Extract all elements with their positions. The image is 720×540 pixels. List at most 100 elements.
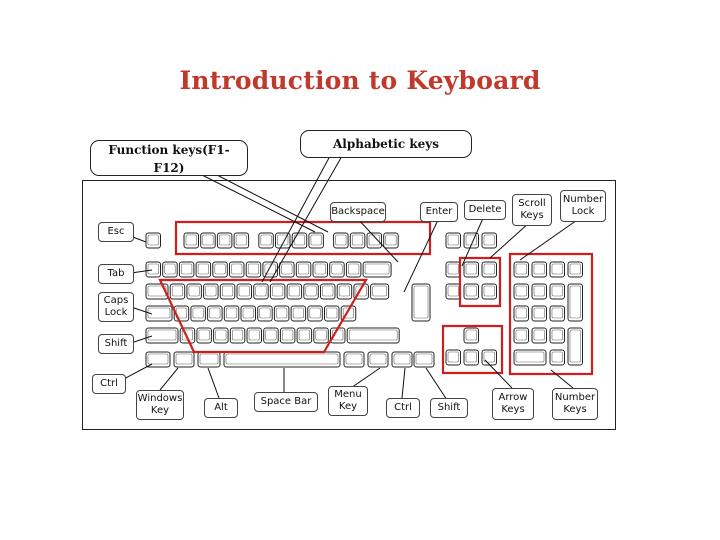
key-inner [569,263,581,275]
key-function [308,232,324,249]
key-caps-lock [145,305,173,322]
key-number-row [195,261,212,278]
key-letter [240,305,256,322]
key-inner [198,329,210,341]
key-inner [483,351,495,363]
key-menu [391,351,413,368]
key-inner [533,329,545,341]
key-inner [465,329,477,341]
key-inner [264,263,276,275]
key-inner [515,263,527,275]
key-backspace [362,261,392,278]
key-letter [207,305,223,322]
key-numpad [549,327,565,344]
key-inner [272,285,284,297]
key-inner [515,351,545,363]
key-numpad [531,283,547,300]
key-letter [196,327,212,344]
key-letter [313,327,329,344]
pointer-delete [461,215,485,267]
key-arrow-down [463,349,479,366]
key-inner [483,234,495,246]
page-title: Introduction to Keyboard [179,66,541,95]
key-number-row [178,261,195,278]
label-windows-key: Windows Key [136,390,184,420]
key-number-row [145,261,161,278]
key-number-row [345,261,362,278]
key-inner [348,329,398,341]
key-function [366,232,382,249]
key-letter [279,327,296,344]
key-letter [257,305,273,322]
highlight-function-keys [174,220,432,256]
key-inner [551,329,563,341]
key-letter [290,305,307,322]
key-inner [447,285,459,297]
key-letter [336,283,353,300]
key-inner [277,234,289,246]
key-inner [259,307,271,319]
label-number-lock: Number Lock [560,190,606,222]
pointer-ctrl-right [401,367,406,399]
key-numpad-dot [549,349,565,366]
key-inner [465,263,477,275]
key-inner [292,307,304,319]
key-letter [303,283,319,300]
key-navigation [481,283,497,300]
label-delete: Delete [464,200,506,220]
label-menu-key: Menu Key [328,386,368,416]
key-number-row [212,261,228,278]
key-function [183,232,199,249]
pointer-alt [207,367,220,399]
key-esc [145,232,161,249]
key-inner [248,329,260,341]
key-inner [569,329,581,363]
key-letter [296,327,313,344]
highlight-number-keys [508,252,594,376]
pointer-number-keys [550,369,574,389]
key-inner [515,329,527,341]
key-enter [411,283,431,322]
key-numpad [549,283,565,300]
key-ctrl-left [145,351,171,368]
key-inner [192,307,204,319]
key-inner [298,329,310,341]
key-inner [232,329,244,341]
key-inner [242,307,254,319]
label-alt: Alt [204,398,238,418]
key-inner [282,329,294,341]
key-inner [551,285,563,297]
key-inner [222,285,234,297]
key-letter [229,327,246,344]
key-inner [515,307,527,319]
label-space-bar: Space Bar [254,392,318,412]
key-inner [551,351,563,363]
key-inner [215,329,227,341]
key-ctrl-right [413,351,435,368]
label-arrow-keys: Arrow Keys [492,388,534,420]
key-inner [322,285,334,297]
key-inner [147,234,159,246]
key-inner [305,285,317,297]
key-navigation [463,283,479,300]
label-ctrl-right: Ctrl [386,398,420,418]
pointer-function-keys-1 [214,173,329,233]
key-inner [326,307,338,319]
key-inner [238,285,250,297]
key-inner [235,234,247,246]
label-caps-lock: Caps Lock [98,292,134,322]
key-inner [265,329,277,341]
key-inner [255,285,267,297]
key-function [233,232,250,249]
key-inner [335,234,347,246]
key-inner [297,263,310,275]
key-inner [214,263,226,275]
key-inner [247,263,259,275]
key-inner [202,234,214,246]
key-inner [569,285,581,319]
key-inner [465,351,477,363]
key-inner [447,263,459,275]
key-numpad [531,305,547,322]
key-navigation [463,261,479,278]
label-number-keys: Number Keys [552,388,598,420]
